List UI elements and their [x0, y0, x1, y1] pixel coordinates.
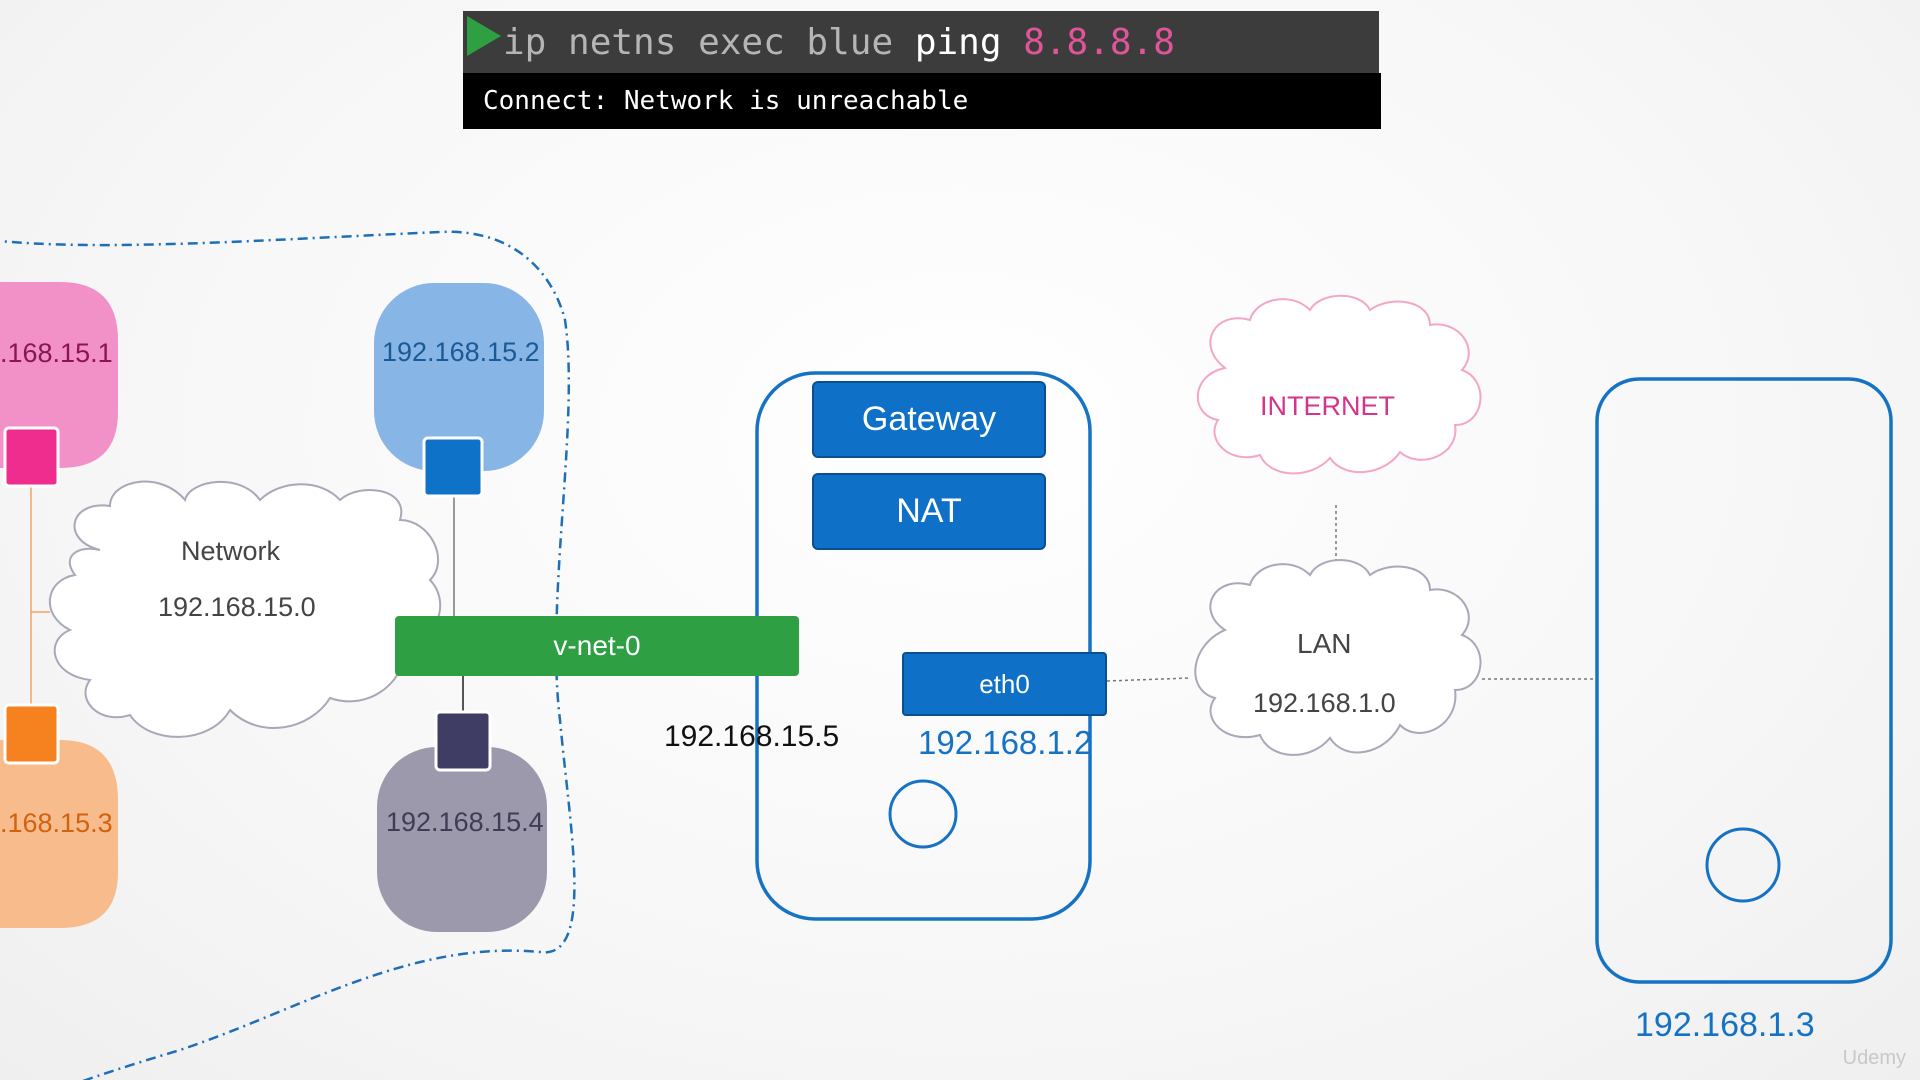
- gateway-box: Gateway: [812, 381, 1046, 458]
- command-prefix: ip netns exec blue: [503, 21, 915, 63]
- bridge-v-net-0: v-net-0: [395, 616, 799, 676]
- nat-box: NAT: [812, 473, 1046, 550]
- play-icon: [467, 16, 501, 56]
- host-circle-icon: [888, 779, 958, 849]
- eth0-ip: 192.168.1.2: [918, 724, 1093, 761]
- port-pink: [3, 426, 60, 488]
- namespace-pink: [0, 282, 118, 468]
- port-gray: [434, 710, 492, 772]
- link-eth0-lan: [1106, 677, 1191, 682]
- network-cloud-address: 192.168.15.0: [158, 592, 316, 622]
- bridge-ip: 192.168.15.5: [664, 720, 840, 753]
- lan-cloud-address: 192.168.1.0: [1253, 688, 1396, 718]
- internet-cloud: [1196, 294, 1482, 475]
- orange-namespace-ip: .168.15.3: [0, 808, 113, 838]
- remote-host-ip: 192.168.1.3: [1635, 1006, 1815, 1044]
- command-target: 8.8.8.8: [1023, 21, 1175, 63]
- namespace-gray: [377, 747, 547, 932]
- command-verb: ping: [914, 21, 1002, 63]
- port-blue: [422, 436, 484, 498]
- terminal-command: ip netns exec blue ping 8.8.8.8: [463, 11, 1379, 73]
- terminal-output: Connect: Network is unreachable: [463, 73, 1381, 129]
- port-orange: [3, 703, 60, 765]
- namespace-orange: [0, 740, 118, 928]
- eth0-interface: eth0: [902, 652, 1107, 716]
- namespace-blue: [374, 283, 544, 471]
- terminal: ip netns exec blue ping 8.8.8.8 Connect:…: [463, 11, 1381, 129]
- network-cloud-title: Network: [181, 536, 281, 566]
- lan-cloud: [1194, 559, 1482, 756]
- pink-namespace-ip: .168.15.1: [0, 338, 113, 368]
- remote-host-circle-icon: [1705, 827, 1781, 903]
- lan-cloud-title: LAN: [1297, 628, 1352, 659]
- watermark-logo: Udemy: [1842, 1047, 1906, 1069]
- remote-host-frame: [1595, 377, 1893, 984]
- internet-label: INTERNET: [1260, 391, 1395, 421]
- gray-namespace-ip: 192.168.15.4: [386, 807, 544, 837]
- blue-namespace-ip: 192.168.15.2: [382, 337, 540, 367]
